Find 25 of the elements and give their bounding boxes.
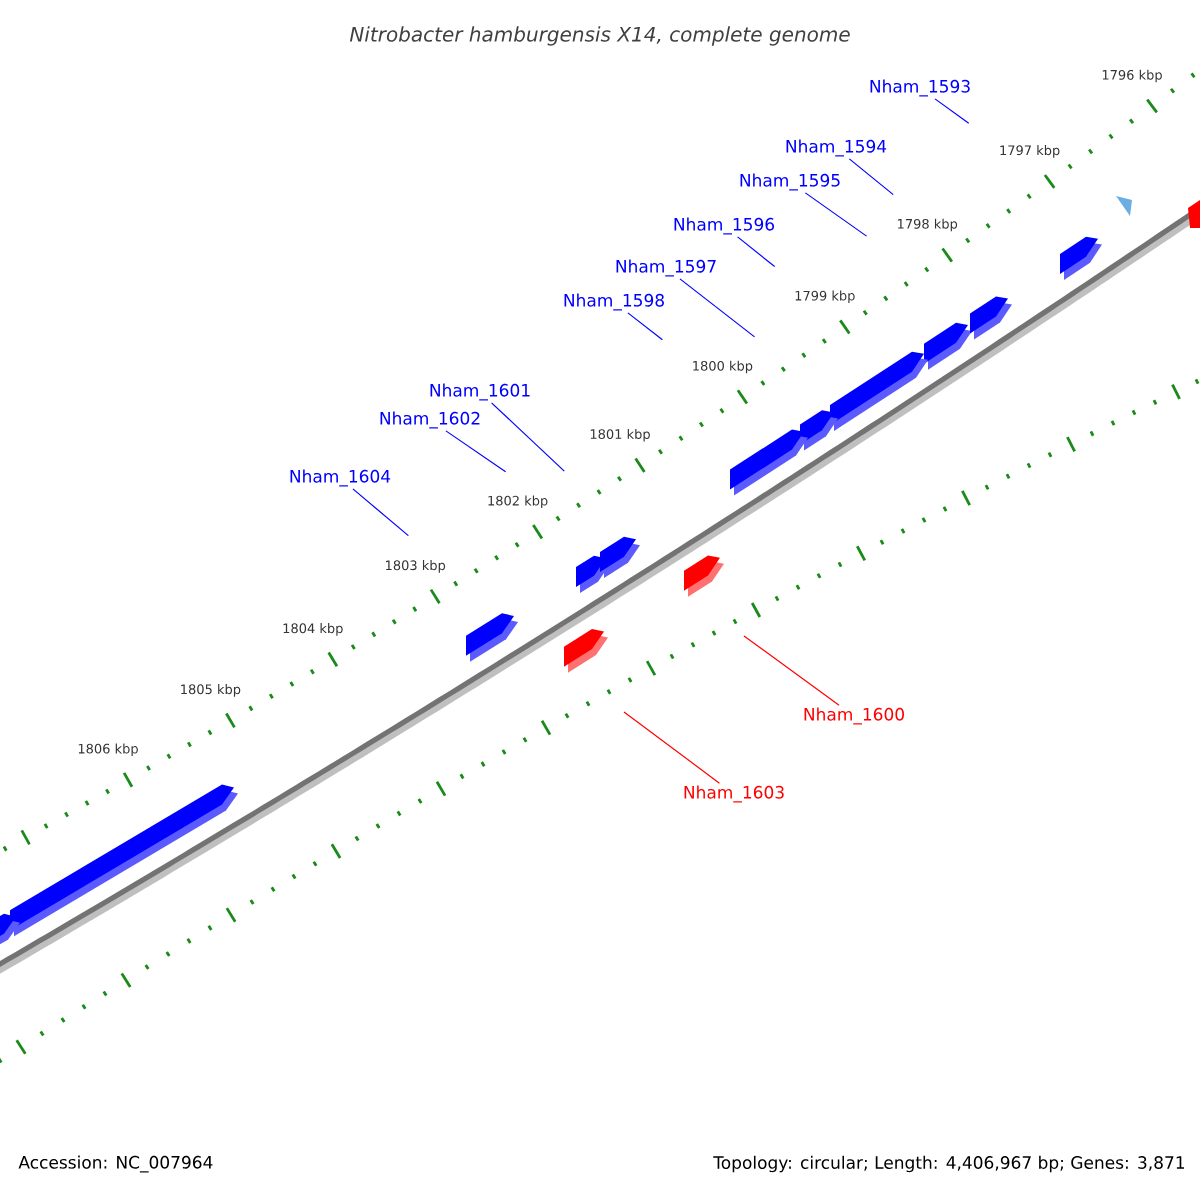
genome-info-text: Topology: circular; Length: 4,406,967 bp; Genes: 3,871: [713, 1155, 1185, 1173]
leader-line: [848, 158, 894, 196]
leader-line: [490, 402, 565, 472]
gene-label: Nham_1601: [430, 383, 530, 401]
leader-line: [737, 236, 776, 268]
gene-label: Nham_1593: [870, 79, 970, 97]
leader-line: [804, 192, 868, 237]
leader-line: [627, 312, 663, 341]
leader-line: [352, 488, 409, 537]
gene-label: Nham_1604: [290, 469, 391, 487]
title: Nitrobacter hamburgensis X14, complete genome: [349, 26, 850, 46]
gene-label: Nham_1603: [684, 785, 784, 803]
gene-label: Nham_1594: [786, 139, 887, 157]
leader-line: [445, 430, 507, 473]
accession-text: Accession: NC_007964: [18, 1155, 213, 1173]
gene-label: Nham_1595: [740, 173, 840, 191]
gene-label: Nham_1600: [804, 707, 904, 725]
gene-label: Nham_1598: [564, 293, 664, 311]
gene-label: Nham_1596: [674, 217, 775, 235]
gene-label: Nham_1602: [380, 411, 480, 429]
leader-line: [743, 635, 840, 706]
leader-line: [934, 98, 970, 124]
gene-label: Nham_1597: [616, 259, 716, 277]
leader-line: [623, 711, 721, 784]
leader-line: [679, 278, 756, 338]
